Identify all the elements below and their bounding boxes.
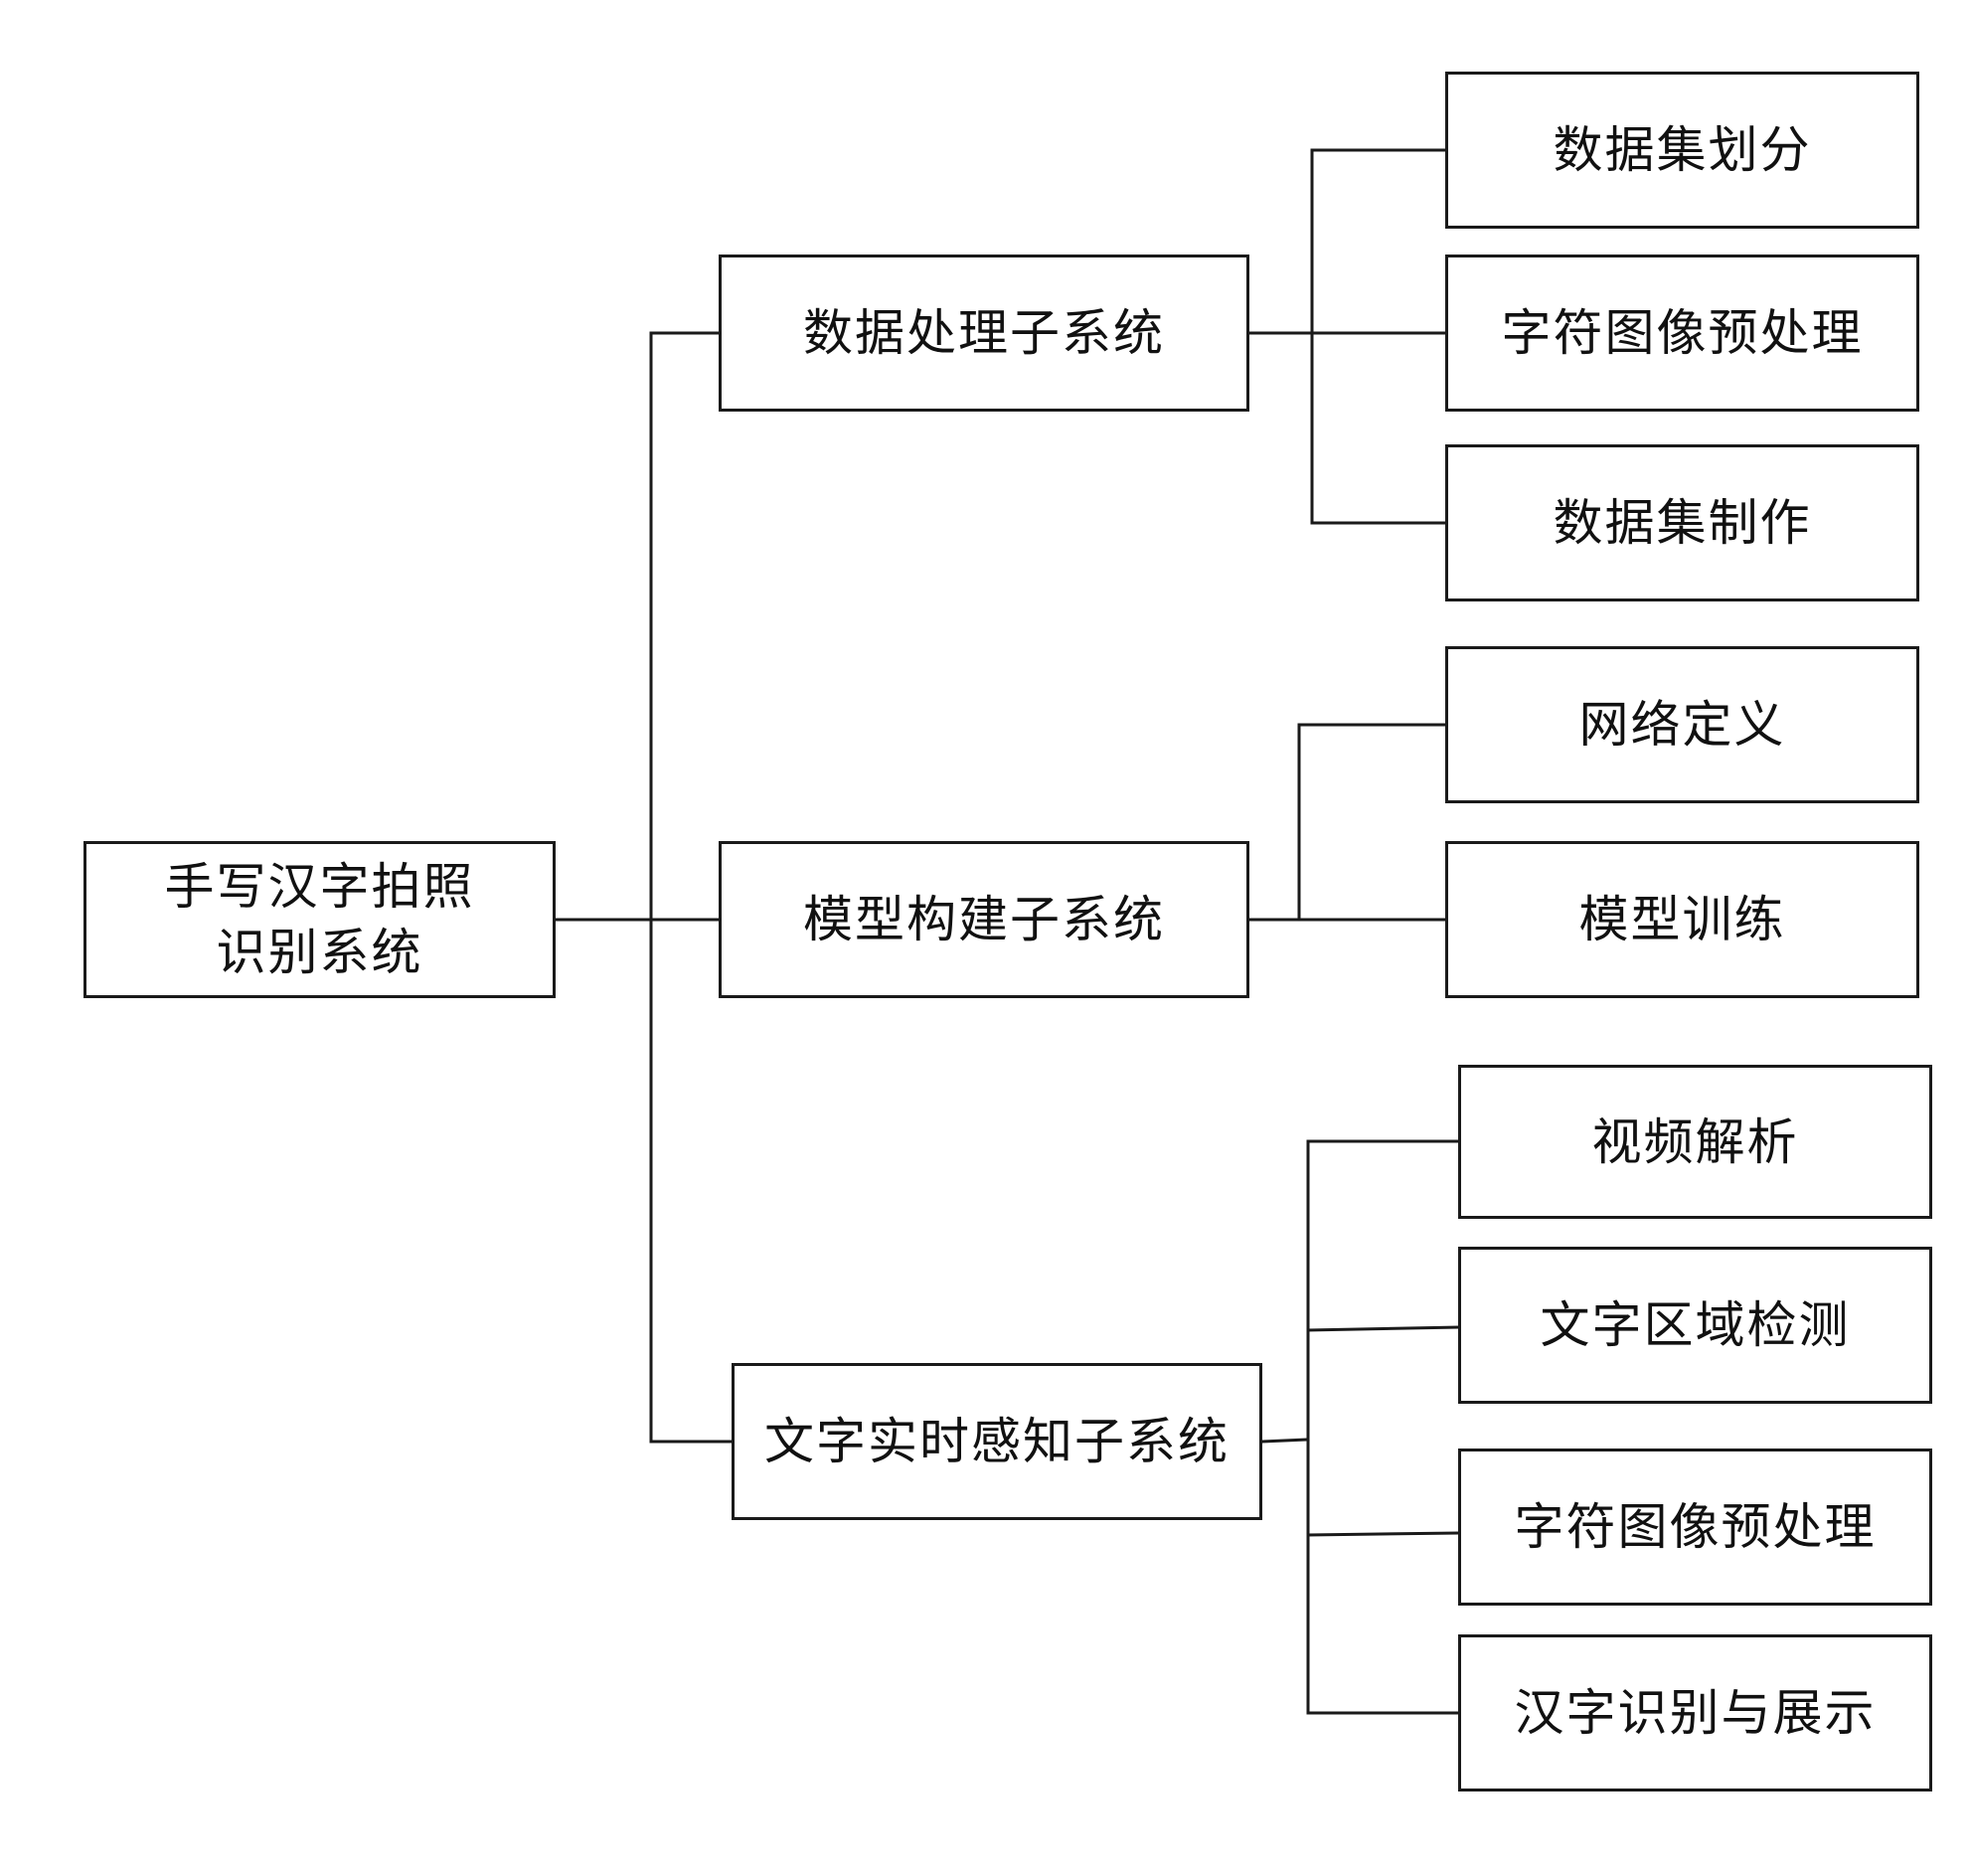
leaf-node-model-training: 模型训练 [1445,841,1919,998]
leaf-node-char-image-preprocess-2: 字符图像预处理 [1458,1449,1932,1606]
root-node: 手写汉字拍照 识别系统 [83,841,556,998]
subsystem-node-realtime-perception: 文字实时感知子系统 [732,1363,1262,1520]
root-node-label: 手写汉字拍照 识别系统 [164,858,475,981]
connector-leaf-2-1 [1306,1325,1460,1332]
leaf-node-video-parsing: 视频解析 [1458,1065,1932,1219]
leaf-node-text-region-detection: 文字区域检测 [1458,1247,1932,1404]
leaf-node-dataset-making: 数据集制作 [1445,444,1919,601]
leaf-node-network-definition: 网络定义 [1445,646,1919,803]
leaf-node-dataset-split: 数据集划分 [1445,72,1919,229]
subsystem-node-model-building: 模型构建子系统 [719,841,1249,998]
leaf-node-char-image-preprocess: 字符图像预处理 [1445,255,1919,412]
connector-subsystem-2-out [1260,1438,1310,1444]
subsystem-node-data-processing: 数据处理子系统 [719,255,1249,412]
connector-leaf-2-2 [1306,1531,1460,1537]
leaf-node-recognition-display: 汉字识别与展示 [1458,1634,1932,1791]
